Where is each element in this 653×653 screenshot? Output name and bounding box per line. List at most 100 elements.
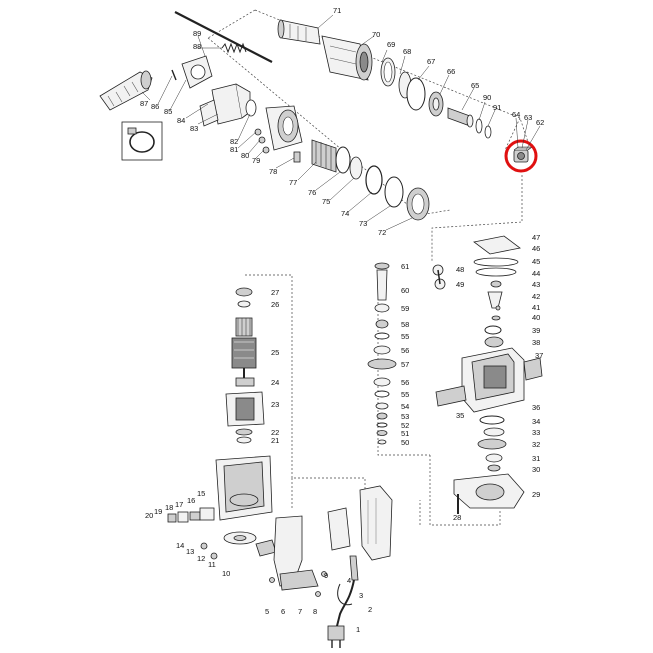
callout-89: 89: [193, 29, 201, 38]
callout-1: 1: [356, 625, 360, 634]
callout-69: 69: [387, 40, 395, 49]
callout-2: 2: [368, 605, 372, 614]
gasket-45: [473, 257, 519, 267]
callout-50: 50: [401, 438, 409, 447]
callout-58: 58: [401, 320, 409, 329]
callout-14: 14: [176, 541, 184, 550]
cap-61: [374, 262, 390, 270]
clamp-85: [181, 55, 213, 89]
cylinder-housing-70: [321, 35, 373, 81]
callout-65: 65: [471, 81, 479, 90]
callout-33: 33: [532, 428, 540, 437]
callout-15: 15: [197, 489, 205, 498]
gear-57: [367, 358, 397, 370]
strain-relief-3: [349, 555, 359, 581]
ring-22: [235, 428, 253, 436]
callout-32: 32: [532, 440, 540, 449]
callout-76: 76: [308, 188, 316, 197]
callout-73: 73: [359, 219, 367, 228]
ring-76: [335, 146, 351, 174]
callout-52: 52: [401, 421, 409, 430]
callout-79: 79: [252, 156, 260, 165]
callout-66: 66: [447, 67, 455, 76]
bearing-66: [428, 91, 444, 117]
gear-assembly: [99, 11, 538, 221]
ring-30: [487, 464, 501, 472]
callout-74: 74: [341, 209, 349, 218]
ring-39: [484, 325, 502, 335]
piston-42: [487, 291, 503, 309]
callout-39: 39: [532, 326, 540, 335]
callout-63: 63: [524, 113, 532, 122]
brush-assembly: [167, 507, 215, 523]
callout-numbers: 71 89 70 88 69 68 67 66 65 90 91 64 63 6…: [140, 6, 544, 634]
callout-18: 18: [165, 503, 173, 512]
cord-1: [335, 579, 355, 631]
callout-11: 11: [208, 560, 216, 569]
callout-87: 87: [140, 99, 148, 108]
plug: [327, 625, 345, 648]
screw-11: [210, 552, 218, 560]
callout-34: 34: [532, 417, 540, 426]
callout-26: 26: [271, 300, 279, 309]
callout-24: 24: [271, 378, 279, 387]
bearing-75: [349, 156, 363, 180]
callout-43: 43: [532, 280, 540, 289]
callout-91: 91: [493, 103, 501, 112]
ring-82: [245, 99, 257, 117]
callout-38: 38: [532, 338, 540, 347]
pin-78: [293, 151, 301, 163]
screw-5: [269, 577, 275, 583]
callout-29: 29: [532, 490, 540, 499]
screw-79: [262, 146, 270, 154]
plate-37: [523, 357, 543, 381]
callout-31: 31: [532, 454, 540, 463]
callout-16: 16: [187, 496, 195, 505]
right-column: [432, 235, 543, 514]
gear-77: [311, 139, 337, 173]
callout-53: 53: [401, 412, 409, 421]
callout-55b: 55: [401, 390, 409, 399]
plate-10: [255, 539, 277, 557]
side-handle-87: [99, 70, 153, 111]
callout-17: 17: [175, 500, 183, 509]
bearing-38: [484, 336, 504, 348]
flange-housing: [265, 105, 303, 151]
motor-stack: [167, 287, 277, 560]
callout-19: 19: [154, 507, 162, 516]
ring-54: [375, 402, 389, 410]
callout-6: 6: [281, 607, 285, 616]
ring-67: [406, 77, 426, 111]
callout-22: 22: [271, 428, 279, 437]
callout-80: 80: [241, 151, 249, 160]
connecting-rod-48: [432, 264, 446, 290]
callout-62: 62: [536, 118, 544, 127]
stator-23: [225, 391, 265, 427]
callout-27: 27: [271, 288, 279, 297]
shaft-60: [376, 269, 388, 301]
callout-5: 5: [265, 607, 269, 616]
callout-68: 68: [403, 47, 411, 56]
armature-25: [231, 317, 257, 378]
callout-10: 10: [222, 569, 230, 578]
ring-90: [475, 118, 483, 134]
cap-17: [199, 507, 215, 521]
plate-47: [473, 235, 521, 255]
ring-56a: [373, 345, 391, 355]
ring-34: [479, 415, 505, 425]
screw-80: [258, 136, 266, 144]
spring-88: [221, 42, 247, 54]
ring-56b: [373, 377, 391, 387]
flange-12: [223, 531, 257, 545]
ring-26: [237, 300, 251, 308]
callout-78: 78: [269, 167, 277, 176]
callout-81: 81: [230, 145, 238, 154]
gasket-35: [435, 385, 467, 407]
callout-41: 41: [532, 303, 540, 312]
assembly-guides: [207, 9, 529, 526]
bearing-53: [376, 412, 388, 420]
cord-clamp-2: [337, 583, 353, 606]
bearing-72: [406, 187, 430, 221]
pin-86: [171, 69, 177, 81]
